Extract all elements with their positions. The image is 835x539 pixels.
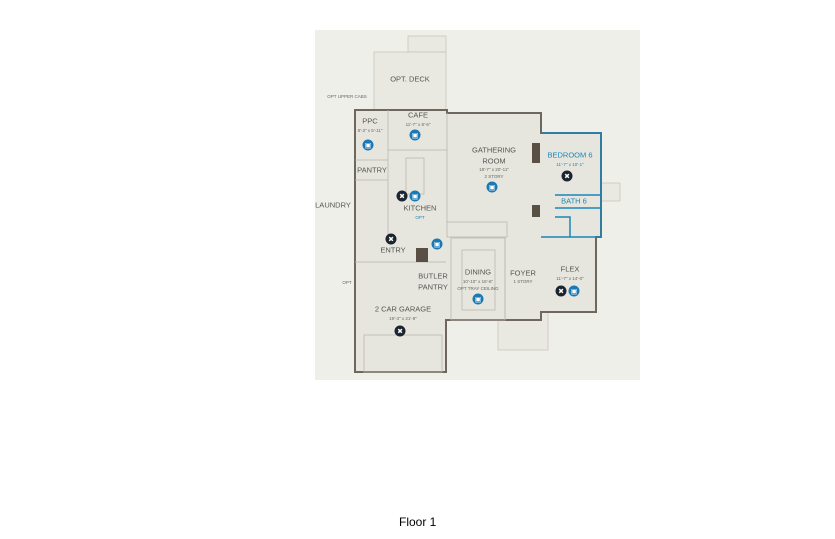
gathering-label-2: ROOM xyxy=(482,156,506,166)
dining-note: OPT TRAY CEILING xyxy=(457,285,499,291)
ppc-size: 8'-3" x 5'-11" xyxy=(357,127,383,133)
tools-icon[interactable]: ✖ xyxy=(385,233,397,245)
tools-icon[interactable]: ✖ xyxy=(561,170,573,182)
garage-label: 2 CAR GARAGE xyxy=(374,304,432,314)
tools-icon[interactable]: ✖ xyxy=(396,190,408,202)
cafe-label: CAFE xyxy=(407,110,429,120)
ppc-label: PPC xyxy=(362,116,378,126)
dining-size: 10'-10" x 16'-6" xyxy=(462,278,494,284)
laundry-label: LAUNDRY xyxy=(315,200,351,210)
camera-icon[interactable]: ▣ xyxy=(362,139,374,151)
butler-label-2: PANTRY xyxy=(418,282,448,292)
ac-pad xyxy=(599,182,621,202)
camera-icon[interactable]: ▣ xyxy=(409,129,421,141)
exterior-wall xyxy=(354,109,602,373)
pantry-label: PANTRY xyxy=(357,165,387,175)
bedroom6-label: BEDROOM 6 xyxy=(547,150,593,160)
camera-icon[interactable]: ▣ xyxy=(472,293,484,305)
camera-icon[interactable]: ▣ xyxy=(409,190,421,202)
plan-drawing xyxy=(354,35,621,373)
bedroom6-highlight xyxy=(541,132,602,238)
butler-label-1: BUTLER xyxy=(418,271,448,281)
camera-icon[interactable]: ▣ xyxy=(486,181,498,193)
garage-size: 19'-3" x 21'-9" xyxy=(389,315,417,321)
upper-cabs-label: OPT UPPER CABS xyxy=(327,93,367,99)
cafe-size: 11'-7" x 8'-6" xyxy=(405,121,431,127)
deck-label: OPT. DECK xyxy=(390,74,430,84)
kitchen-label: KITCHEN xyxy=(403,203,437,213)
kitchen-note: OPT xyxy=(415,214,425,220)
tools-icon[interactable]: ✖ xyxy=(394,325,406,337)
foyer-label: FOYER xyxy=(510,268,536,278)
flex-label: FLEX xyxy=(560,264,580,274)
gathering-note: 2 STORY xyxy=(484,173,504,179)
camera-icon[interactable]: ▣ xyxy=(431,238,443,250)
foyer-note: 1 STORY xyxy=(513,278,533,284)
deck-stairs xyxy=(407,35,447,53)
camera-icon[interactable]: ▣ xyxy=(568,285,580,297)
flex-size: 11'-7" x 14'-0" xyxy=(556,275,584,281)
bath6-label: BATH 6 xyxy=(561,196,587,206)
floor-plan: OPT. DECK OPT UPPER CABS CAFE 11'-7" x 8… xyxy=(315,30,640,380)
dining-label: DINING xyxy=(464,267,492,277)
gathering-label-1: GATHERING xyxy=(471,145,517,155)
bedroom6-size: 11'-7" x 10'-1" xyxy=(556,161,584,167)
gathering-size: 18'-7" x 20'-11" xyxy=(479,166,509,172)
floor-caption: Floor 1 xyxy=(399,515,437,529)
tools-icon[interactable]: ✖ xyxy=(555,285,567,297)
deck xyxy=(373,51,447,111)
opt-window-label: OPT xyxy=(342,279,352,285)
entry-label: ENTRY xyxy=(380,245,406,255)
